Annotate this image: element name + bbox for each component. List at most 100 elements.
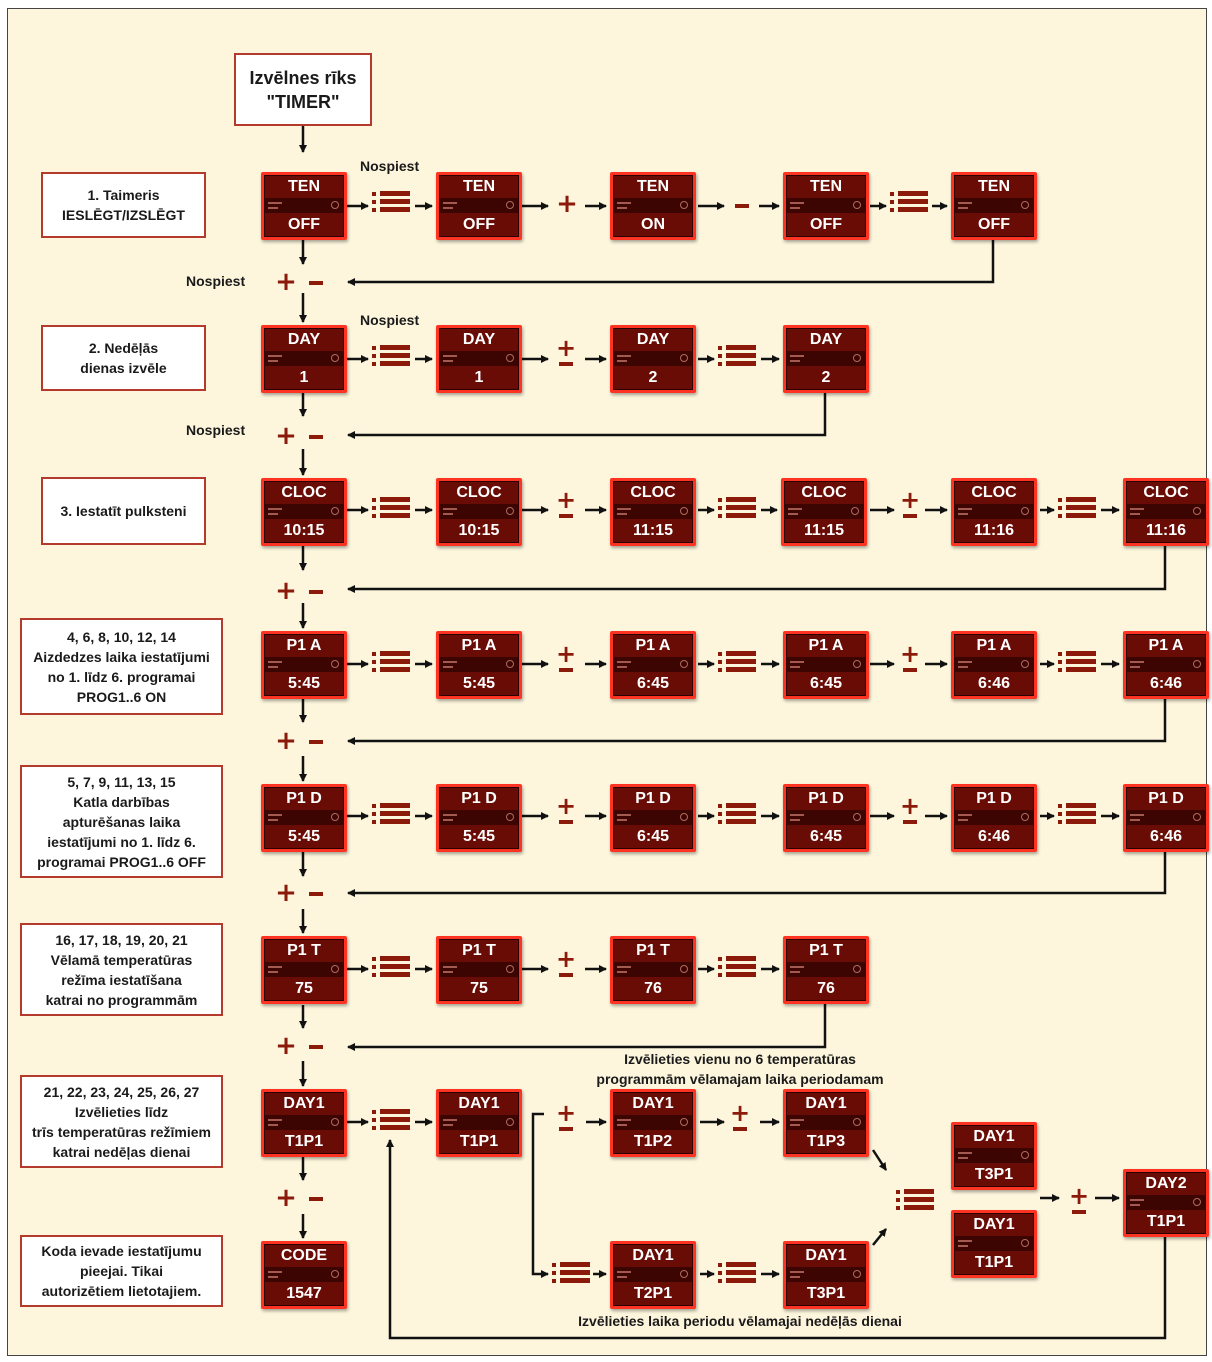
plus-minus-icon: + <box>554 336 578 372</box>
knob-icon <box>331 1118 339 1126</box>
display-top-text: P1 A <box>286 637 322 654</box>
display-button-strip <box>265 962 343 977</box>
connector-arrow <box>386 1139 1167 1340</box>
display-button-strip <box>787 1267 865 1282</box>
display-top-text: DAY1 <box>632 1095 674 1112</box>
display-top-text: DAY1 <box>805 1095 847 1112</box>
plus-minus-icon: + <box>1067 1184 1091 1220</box>
knob-icon <box>680 201 688 209</box>
minus-icon <box>306 424 326 439</box>
display-bottom-text: 11:15 <box>803 522 845 539</box>
display-button-strip <box>265 1267 343 1282</box>
display-button-strip <box>440 198 518 213</box>
display-bottom-text: 6:45 <box>636 675 670 692</box>
connector-arrow <box>531 1112 549 1278</box>
menu-icon <box>372 345 412 371</box>
display-bottom-text: 75 <box>295 980 313 997</box>
knob-icon <box>853 965 861 973</box>
plus-minus-icon: + <box>898 642 922 678</box>
display-button-strip <box>614 504 692 519</box>
display-bottom-text: 5:45 <box>287 675 321 692</box>
knob-icon <box>331 354 339 362</box>
display-bottom-text: T1P1 <box>459 1133 499 1150</box>
display-bottom-text: 5:45 <box>287 828 321 845</box>
display-bottom-text: 6:45 <box>809 828 843 845</box>
display-button-strip <box>787 198 865 213</box>
knob-icon <box>680 660 688 668</box>
display-button-strip <box>265 1115 343 1130</box>
display-bottom-text: T2P1 <box>633 1285 673 1302</box>
knob-icon <box>853 201 861 209</box>
display-top-text: DAY1 <box>805 1247 847 1264</box>
display-bottom-text: 5:45 <box>462 828 496 845</box>
step-box-prog-off: 5, 7, 9, 11, 13, 15 Katla darbības aptur… <box>20 765 223 878</box>
display-bottom-text: T3P1 <box>806 1285 846 1302</box>
plus-minus-icon: + <box>554 1101 578 1137</box>
display-top-text: TEN <box>463 178 495 195</box>
knob-icon <box>853 354 861 362</box>
knob-icon <box>853 660 861 668</box>
knob-icon <box>1193 1198 1201 1206</box>
plus-minus-icon: + <box>554 642 578 678</box>
knob-icon <box>1021 201 1029 209</box>
menu-icon <box>718 803 758 829</box>
menu-icon <box>1058 651 1098 677</box>
display-button-strip <box>955 657 1033 672</box>
knob-icon <box>1193 813 1201 821</box>
display-bottom-text: 6:45 <box>809 675 843 692</box>
display-bottom-text: 6:46 <box>977 675 1011 692</box>
display-button-strip <box>440 657 518 672</box>
display-button-strip <box>787 962 865 977</box>
minus-icon <box>732 193 752 208</box>
menu-icon <box>896 1189 936 1215</box>
knob-icon <box>1021 813 1029 821</box>
knob-icon <box>680 354 688 362</box>
display-bottom-text: 76 <box>644 980 662 997</box>
display-top-text: P1 D <box>286 790 322 807</box>
step-box-temperature: 16, 17, 18, 19, 20, 21 Vēlamā temperatūr… <box>20 923 223 1016</box>
display-button-strip <box>265 198 343 213</box>
display-bottom-text: 11:16 <box>1145 522 1187 539</box>
plus-icon: + <box>275 1183 297 1213</box>
display-top-text: DAY1 <box>458 1095 500 1112</box>
plus-minus-icon: + <box>898 488 922 524</box>
display-button-strip <box>440 962 518 977</box>
display-button-strip <box>614 810 692 825</box>
knob-icon <box>680 813 688 821</box>
display-button-strip <box>614 1267 692 1282</box>
display-top-text: DAY1 <box>283 1095 325 1112</box>
display-button-strip <box>265 504 343 519</box>
knob-icon <box>1021 1239 1029 1247</box>
display-bottom-text: T1P1 <box>974 1254 1014 1271</box>
display-top-text: TEN <box>637 178 669 195</box>
display-bottom-text: T1P1 <box>284 1133 324 1150</box>
plus-minus-icon: + <box>898 794 922 830</box>
display-bottom-text: 5:45 <box>462 675 496 692</box>
